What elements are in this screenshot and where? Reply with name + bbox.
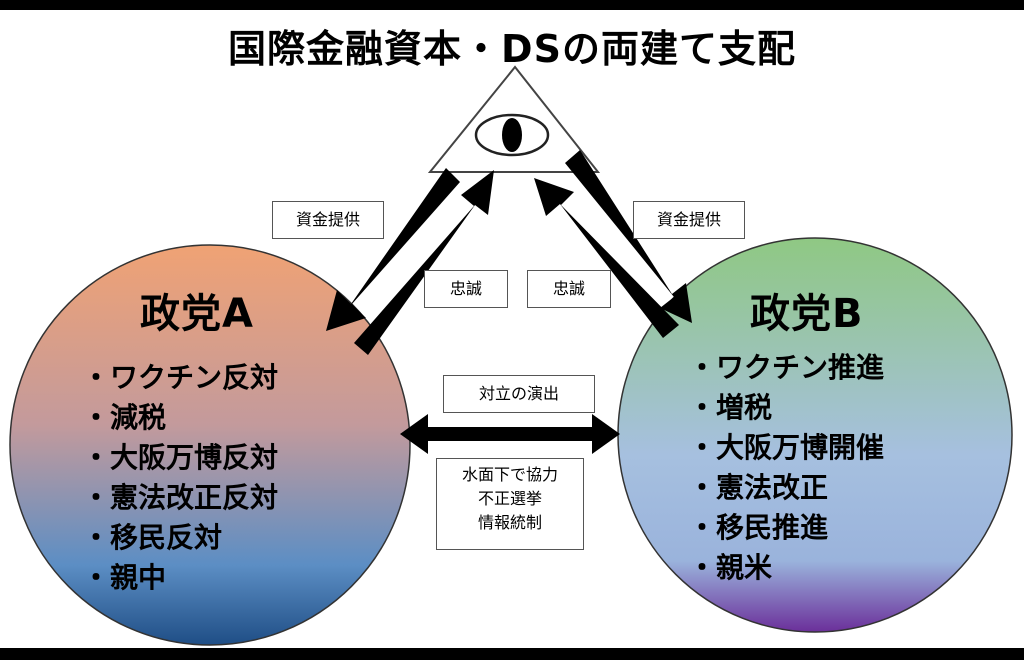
arrow-confrontation [400,414,620,454]
bottom-frame-bar [0,648,1024,660]
list-item: ・憲法改正 [688,471,829,504]
arrow-funding-left [326,168,460,331]
underwater-cooperation-box: 水面下で協力 不正選挙 情報統制 [436,458,584,550]
list-item: ・憲法改正反対 [82,481,279,514]
arrow-loyalty-left [354,170,494,355]
loyalty-label-right: 忠誠 [527,270,611,308]
underwater-line-1: 水面下で協力 [461,465,558,484]
party-a-policies: ・ワクチン反対 ・減税 ・大阪万博反対 ・憲法改正反対 ・移民反対 ・親中 [82,358,278,598]
list-item: ・親中 [82,561,167,594]
list-item: ・大阪万博開催 [688,431,885,464]
eye-in-triangle-icon [427,65,601,173]
underwater-line-3: 情報統制 [477,513,542,532]
list-item: ・ワクチン反対 [82,361,279,394]
funding-label-left: 資金提供 [272,201,384,239]
party-b-policies: ・ワクチン推進 ・増税 ・大阪万博開催 ・憲法改正 ・移民推進 ・親米 [688,348,884,588]
page-title: 国際金融資本・DSの両建て支配 [228,27,796,71]
confrontation-label: 対立の演出 [443,375,595,413]
list-item: ・大阪万博反対 [82,441,279,474]
top-frame-bar [0,0,1024,10]
list-item: ・ワクチン推進 [688,351,885,384]
party-a-circle [9,244,411,646]
arrow-loyalty-right [534,178,679,338]
underwater-line-2: 不正選挙 [477,489,542,508]
list-item: ・増税 [688,391,773,424]
list-item: ・親米 [688,551,773,584]
list-item: ・減税 [82,401,167,434]
party-b-label: 政党B [750,291,864,337]
list-item: ・移民推進 [688,511,829,544]
loyalty-label-left: 忠誠 [424,270,508,308]
party-a-label: 政党A [140,281,254,339]
funding-label-right: 資金提供 [633,201,745,239]
arrow-funding-right [565,150,692,323]
party-a-name: 政党A [140,291,254,337]
list-item: ・移民反対 [82,521,223,554]
